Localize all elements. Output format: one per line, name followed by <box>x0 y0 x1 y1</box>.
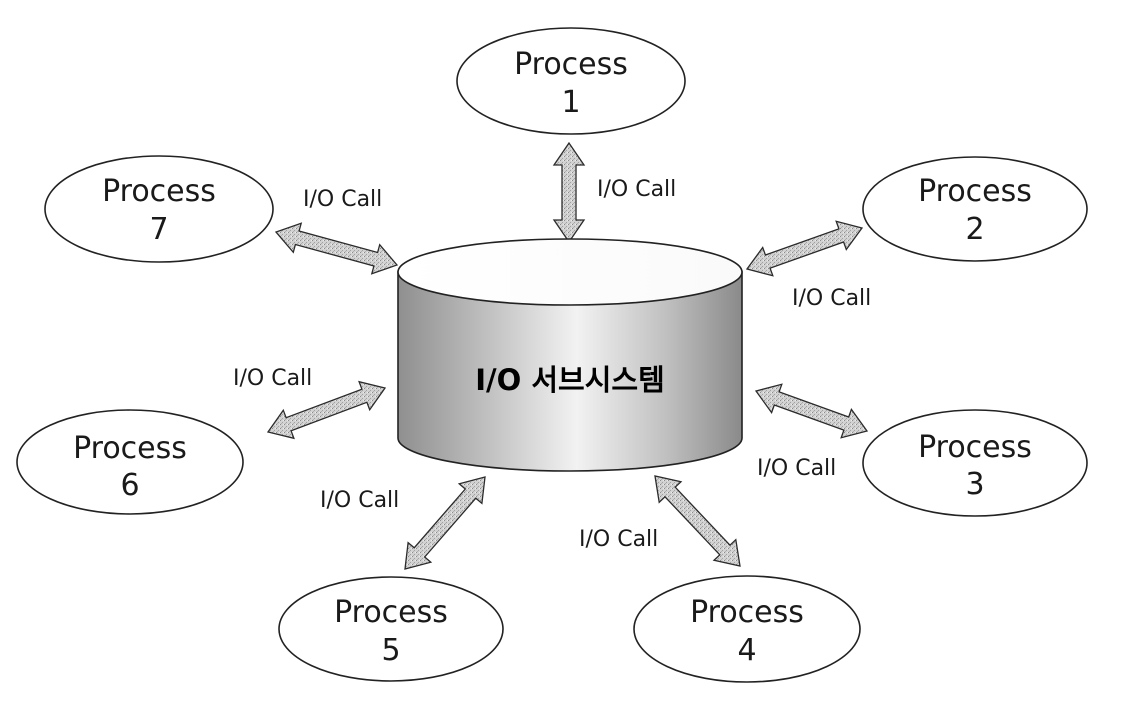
process-label-line2: 6 <box>120 468 139 503</box>
process-label-line1: Process <box>514 47 628 82</box>
process-ellipse <box>44 155 274 263</box>
process-label-line1: Process <box>690 595 804 630</box>
process-ellipse <box>278 576 504 682</box>
io-call-arrow-2 <box>745 220 864 277</box>
process-node-3: Process 3 <box>862 409 1088 517</box>
process-label-line1: Process <box>73 431 187 466</box>
process-node-2: Process 2 <box>862 156 1088 262</box>
process-ellipse <box>456 27 686 135</box>
io-call-label-2: I/O Call <box>792 286 871 311</box>
io-call-arrow-1 <box>552 141 586 244</box>
process-node-7: Process 7 <box>44 155 274 263</box>
io-call-arrow-7 <box>274 222 399 275</box>
process-label-line2: 2 <box>965 212 984 247</box>
process-label-line1: Process <box>918 174 1032 209</box>
io-call-arrow-5 <box>404 476 486 570</box>
io-call-label-1: I/O Call <box>597 177 676 202</box>
arrows-layer <box>266 141 869 570</box>
process-ellipse <box>862 156 1088 262</box>
io-subsystem-label: I/O 서브시스템 <box>475 363 665 397</box>
io-subsystem-cylinder: I/O 서브시스템 <box>397 238 743 472</box>
process-label-line1: Process <box>102 174 216 209</box>
process-ellipse <box>16 409 244 515</box>
io-call-arrow-3 <box>754 383 869 439</box>
process-label-line2: 1 <box>561 85 580 120</box>
process-label-line1: Process <box>918 430 1032 465</box>
process-node-1: Process 1 <box>456 27 686 135</box>
cylinder-body <box>397 271 743 472</box>
process-label-line2: 3 <box>965 467 984 502</box>
io-call-label-6: I/O Call <box>233 366 312 391</box>
cylinder-top <box>397 238 743 306</box>
process-label-line2: 4 <box>737 633 756 668</box>
process-label-line1: Process <box>334 595 448 630</box>
process-ellipse <box>633 575 861 683</box>
process-node-5: Process 5 <box>278 576 504 682</box>
process-label-line2: 5 <box>381 633 400 668</box>
process-ellipse <box>862 409 1088 517</box>
process-label-line2: 7 <box>149 212 168 247</box>
io-call-label-5: I/O Call <box>320 488 399 513</box>
io-call-label-4: I/O Call <box>579 527 658 552</box>
io-call-label-7: I/O Call <box>303 187 382 212</box>
io-call-arrow-6 <box>266 380 387 440</box>
process-node-6: Process 6 <box>16 409 244 515</box>
io-call-label-3: I/O Call <box>757 456 836 481</box>
io-call-arrow-4 <box>654 475 741 567</box>
process-node-4: Process 4 <box>633 575 861 683</box>
